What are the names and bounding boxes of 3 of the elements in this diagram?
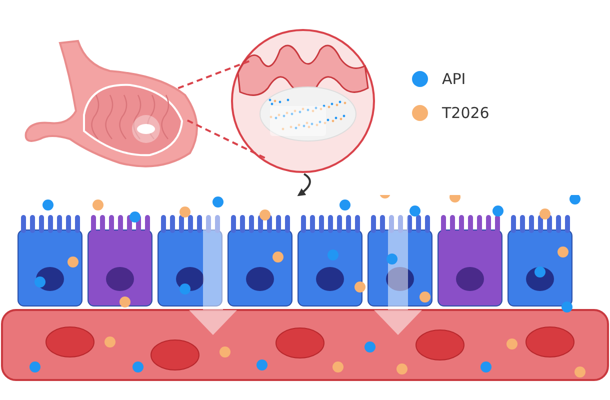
dashed-leader-line <box>178 59 252 90</box>
legend-label: T2026 <box>442 104 490 122</box>
legend-label: API <box>442 70 466 88</box>
